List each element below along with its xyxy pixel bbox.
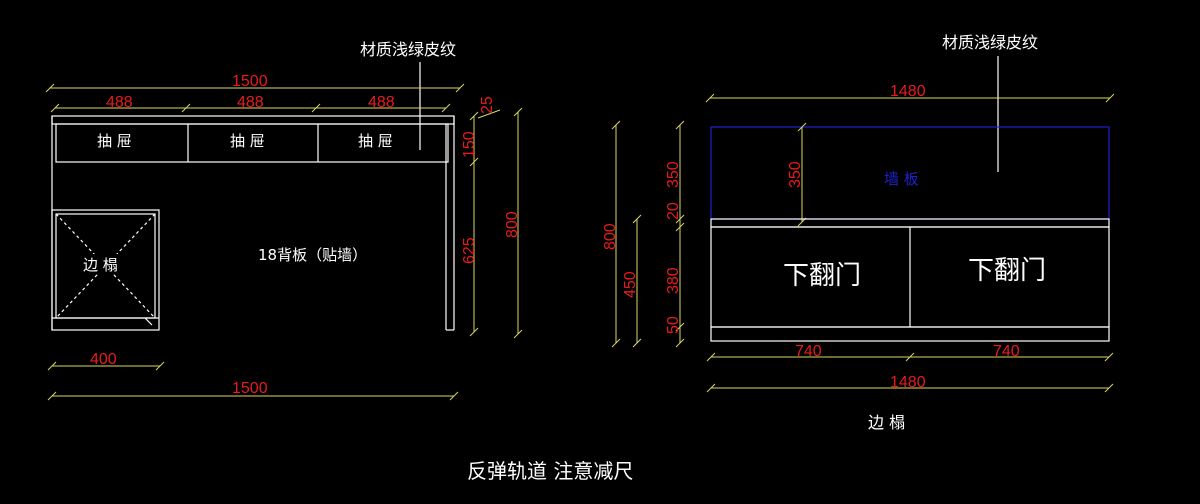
dim-tick [675,214,685,224]
dim-tick [1104,383,1114,393]
dim-400-text: 400 [90,351,117,368]
dim-25-line [477,109,501,119]
drawer-2-label: 抽 屉 [230,132,265,150]
dim-800-text: 800 [504,211,521,238]
side-cabinet-label: 边 榻 [83,256,118,274]
side-label-mask [80,254,132,274]
door-1-label: 下翻门 [783,261,861,291]
dim-tick [1104,352,1114,362]
right-dim-380-text: 380 [665,267,682,294]
right-dim-450-text: 450 [622,271,639,298]
wall-panel-label: 墙 板 [884,170,919,188]
dim-tick [513,107,523,117]
dim-tick [469,157,479,167]
right-material-note: 材质浅绿皮纹 [942,33,1038,52]
dim-150-text: 150 [461,131,478,158]
dim-tick [675,322,685,332]
dim-tick [905,352,915,362]
dim-tick [675,222,685,232]
dim-tick [611,338,621,348]
dim-tick [47,361,57,371]
dim-tick [706,352,716,362]
dim-tick [513,329,523,339]
right-dim-350-text: 350 [665,161,682,188]
dim-tick [441,103,451,113]
back-panel-label: 18背板（贴墙） [258,246,367,264]
side-cabinet [51,209,160,331]
door-2-width-dim: 740 [993,343,1020,360]
dim-tick [706,383,716,393]
footer-note: 反弹轨道 注意减尺 [467,459,633,483]
drawer-3-label: 抽 屉 [358,132,393,150]
dim-tick [311,103,321,113]
door-2-label: 下翻门 [968,256,1046,286]
countertop [710,218,1110,228]
drawer-3-width-dim: 488 [368,94,395,111]
right-dim-20-text: 20 [665,202,682,220]
drawer-2-width-dim: 488 [237,94,264,111]
right-dim-800-text: 800 [602,223,619,250]
drawer-row [55,123,449,163]
dim-tick [455,83,465,93]
dim-tick [469,111,479,121]
dim-tick [705,93,715,103]
right-top-dim-text: 1480 [890,83,926,100]
dim-tick [181,103,191,113]
left-material-note: 材质浅绿皮纹 [360,40,456,59]
dim-tick [632,338,642,348]
dim-tick [1105,93,1115,103]
dim-tick [675,338,685,348]
dim-tick [632,214,642,224]
dim-tick [155,361,165,371]
dim-tick [45,83,55,93]
drawer-1-label: 抽 屉 [97,132,132,150]
dim-tick [47,391,57,401]
left-elevation-view: 材质浅绿皮纹 1500 488 488 488 抽 屉 抽 屉 抽 屉 18背板… [45,40,523,401]
dim-tick [469,327,479,337]
dim-tick [50,103,60,113]
right-elevation-view: 材质浅绿皮纹 1480 墙 板 350 下翻门 下翻门 800 450 [602,33,1115,432]
dim-tick [611,120,621,130]
dim-tick [797,122,807,132]
cabinet-base [710,326,1110,342]
right-bottom-dim-text: 1480 [890,374,926,391]
dim-tick [449,391,459,401]
left-bottom-dim-text: 1500 [232,380,268,397]
dim-25-text: 25 [479,96,496,114]
right-side-label: 边 榻 [868,413,905,432]
dim-625-text: 625 [461,237,478,264]
left-top-edge [51,115,455,125]
door-1-width-dim: 740 [795,343,822,360]
right-dim-50-text: 50 [665,316,682,334]
dim-tick [675,120,685,130]
drawer-1-width-dim: 488 [106,94,133,111]
wall-panel-inner-dim-text: 350 [787,161,804,188]
side-cabinet-handle [144,317,153,326]
left-top-dim-text: 1500 [232,73,268,90]
